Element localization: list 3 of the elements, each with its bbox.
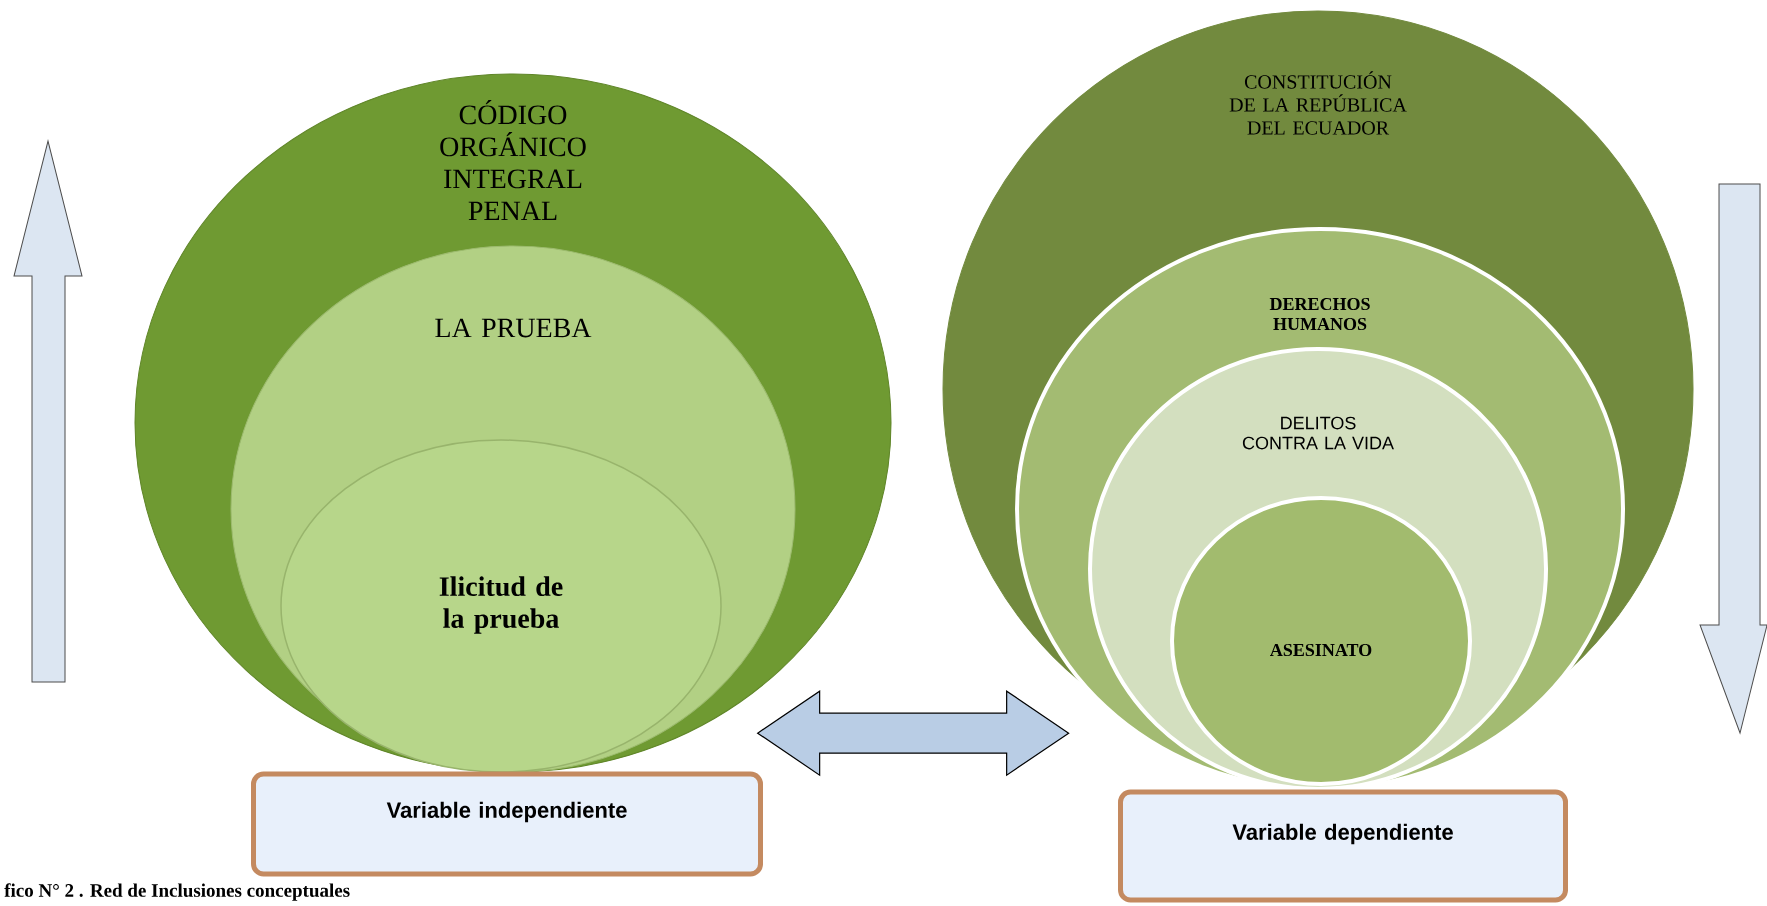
caption: fico N° 2 . Red de Inclusiones conceptuales [4, 883, 350, 901]
label-box: Variable dependiente [1118, 789, 1568, 903]
label-box: Variable independiente [251, 771, 763, 877]
